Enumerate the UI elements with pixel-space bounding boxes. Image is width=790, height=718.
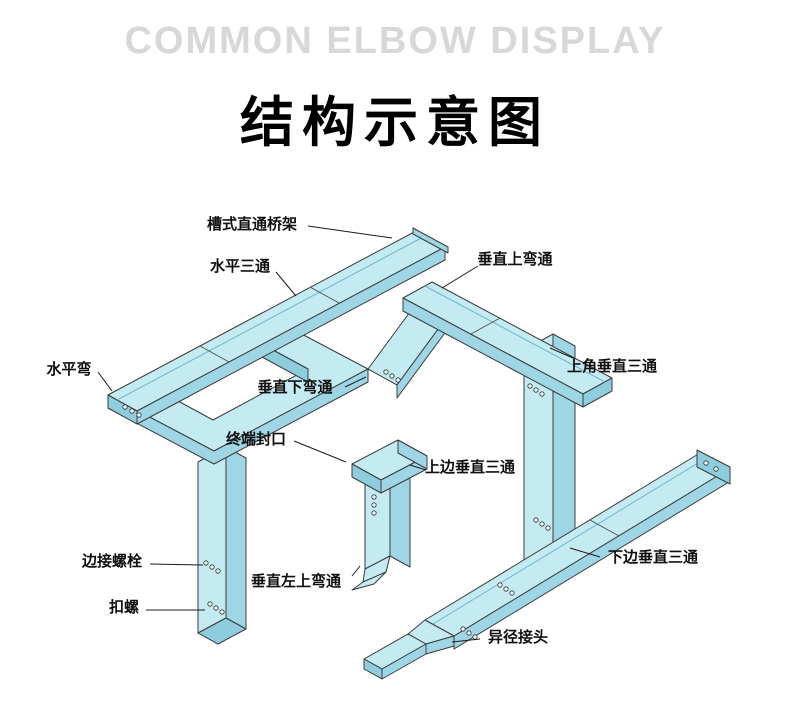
straight-tray-run (107, 227, 449, 425)
cable-tray-structure (107, 227, 731, 680)
shaft-bolts-bottom (533, 517, 551, 531)
bolt-markers (122, 369, 551, 640)
label-end-cap: 终端封口 (226, 430, 286, 448)
reducer-section (363, 619, 455, 680)
leader-vertical-up-bend (441, 265, 479, 289)
label-top-corner-vert-tee: 上角垂直三通 (567, 357, 657, 375)
leader-top-corner-vert-tee (549, 347, 574, 359)
left-vertical-post (197, 446, 247, 645)
leader-lines (97, 225, 601, 643)
buckle-screw-bolts (207, 601, 225, 615)
label-vert-left-up-bend: 垂直左上弯通 (251, 572, 341, 590)
bottom-end-cap (696, 449, 731, 485)
side-connect-bolts (203, 560, 221, 574)
top-end-cap (412, 227, 449, 254)
ring-corner-bolts (122, 404, 142, 418)
label-horizontal-tee: 水平三通 (210, 257, 270, 275)
bottom-run-bolts (497, 582, 515, 596)
reducer-bolts (460, 626, 478, 640)
label-side-bolt: 边接螺栓 (81, 552, 142, 570)
label-upper-vert-tee: 上边垂直三通 (425, 458, 515, 476)
leader-lower-vert-tee (569, 547, 601, 558)
leader-straight-tray (307, 225, 393, 239)
leader-vert-left-up-bend (351, 565, 361, 577)
label-reducer-joint: 异径接头 (488, 628, 548, 646)
label-straight-tray: 槽式直通桥架 (207, 215, 297, 233)
leader-upper-vert-tee (409, 464, 427, 471)
leader-reducer-joint (451, 638, 481, 643)
shaft-bolts-top (527, 383, 545, 397)
label-buckle-screw: 扣螺 (109, 598, 139, 616)
leader-side-bolt (149, 563, 204, 566)
page-title: 结构示意图 (240, 93, 550, 153)
upper-tee-stub (351, 439, 428, 494)
leader-horizontal-tee (275, 271, 297, 297)
upper-right-run (402, 281, 613, 408)
middle-vertical-post (351, 466, 411, 591)
page-subtitle: COMMON ELBOW DISPLAY (124, 20, 666, 62)
label-horizontal-bend: 水平弯 (46, 360, 91, 378)
labels: 槽式直通桥架 水平三通 垂直上弯通 水平弯 垂直下弯通 上角垂直三通 终端封口 … (46, 215, 698, 646)
leader-end-cap (293, 440, 347, 463)
riser-bolts (383, 369, 401, 383)
bottom-run (424, 449, 731, 650)
label-vertical-down-bend: 垂直下弯通 (257, 378, 332, 396)
middle-post-bolts (371, 494, 377, 516)
leader-vertical-down-bend (344, 376, 367, 388)
label-lower-vert-tee: 下边垂直三通 (608, 548, 698, 566)
label-vertical-up-bend: 垂直上弯通 (477, 250, 552, 268)
leader-horizontal-bend (97, 371, 113, 392)
